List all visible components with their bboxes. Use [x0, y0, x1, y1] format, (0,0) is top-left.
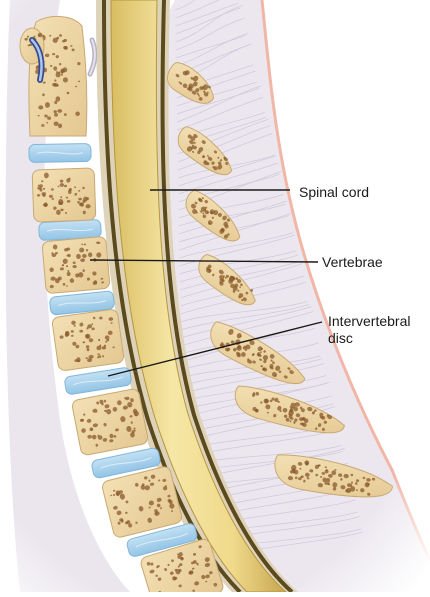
vertebra-c5 — [52, 309, 125, 372]
vertebra-c3 — [32, 168, 96, 222]
label-intervertebral-disc-line1: Intervertebral — [328, 313, 410, 329]
disc-c2-c3 — [29, 143, 91, 162]
vertebra-c4 — [42, 236, 110, 293]
vertebra-c7 — [101, 465, 183, 538]
label-intervertebral-disc-line2: disc — [328, 330, 353, 346]
vertebra-c6 — [71, 388, 148, 456]
label-vertebrae: Vertebrae — [322, 254, 383, 270]
label-spinal-cord: Spinal cord — [299, 184, 369, 200]
